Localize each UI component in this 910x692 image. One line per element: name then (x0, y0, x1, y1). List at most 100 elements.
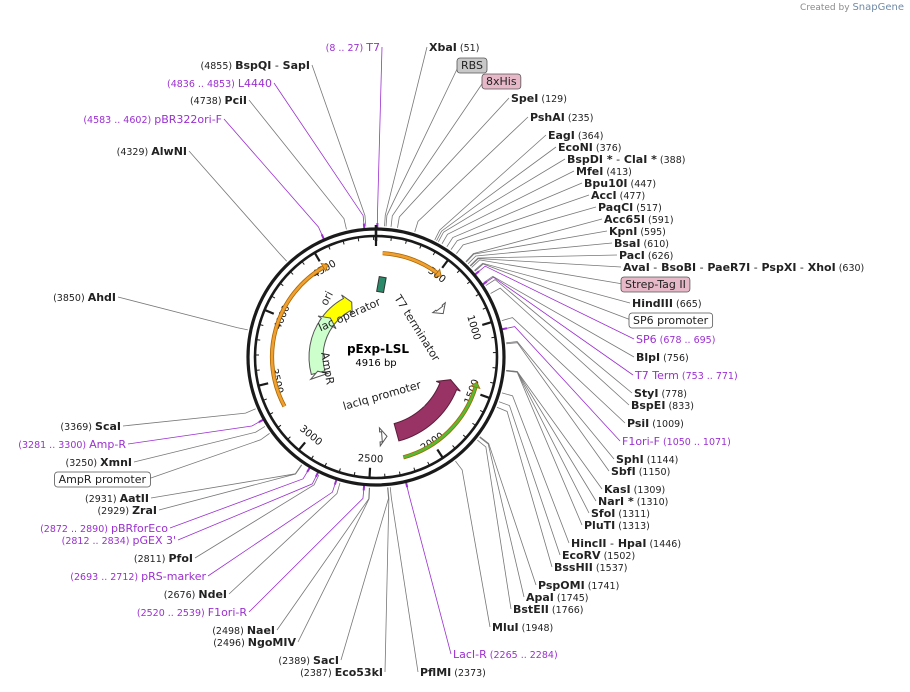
label-text-bpu10i: Bpu10I (447) (584, 177, 656, 190)
label-text-mlui: MluI (1948) (492, 621, 553, 634)
label-paqci: PaqCI (517) (598, 201, 662, 214)
label-part: LacI-R (453, 648, 487, 661)
label-text-pbrforeco: (2872 .. 2890) pBRforEco (40, 522, 168, 535)
leader-bspei (490, 287, 630, 406)
tick-mark (462, 434, 467, 439)
label-part: (2387) (300, 668, 335, 679)
leader-ecorv (498, 401, 561, 556)
label-text-laci-r: LacI-R (2265 .. 2284) (453, 648, 558, 661)
label-styi: StyI (778) (634, 387, 687, 400)
label-part: (51) (457, 43, 480, 54)
leader-t7-term (484, 276, 634, 376)
label-text-kasi: KasI (1309) (604, 483, 665, 496)
label-part: (833) (665, 401, 694, 412)
leader-ahdi (117, 296, 248, 331)
label-text-mfei: MfeI (413) (576, 165, 632, 178)
label-part: PluTI (584, 519, 615, 532)
label-bspei: BspEI (833) (631, 399, 694, 412)
label-part: (630) (836, 263, 865, 274)
label-part: (2498) (212, 626, 247, 637)
label-hindiii: HindIII (665) (632, 297, 702, 310)
leader-f1ori-f (503, 326, 621, 442)
label-part: (1150) (636, 467, 671, 478)
leader-pshai (414, 116, 529, 232)
tick-mark (490, 381, 495, 384)
label-box-rbs (456, 57, 488, 74)
label-part: ScaI (95, 420, 121, 433)
label-part: (4329) (117, 147, 152, 158)
label-part: BspQI (235, 59, 271, 72)
label-part: XhoI (804, 261, 836, 274)
tick-mark (327, 245, 331, 250)
orf-arc-top-outline (382, 251, 439, 275)
label-part: (3250) (66, 458, 101, 469)
label-text-paci: PacI (626) (619, 249, 673, 262)
tick-mark (258, 382, 269, 387)
label-part: PacI (619, 249, 645, 262)
leader-ampr-promoter (147, 433, 270, 480)
label-text-pfimi: PflMI (2373) (420, 666, 486, 679)
label-ampr-promoter: AmpR promoter (54, 471, 151, 488)
tick-mark (432, 251, 436, 256)
label-text-hindiii: HindIII (665) (632, 297, 702, 310)
label-part: pBRforEco (111, 522, 168, 535)
label-text-pfoi: (2811) PfoI (134, 552, 193, 565)
label-pfoi: (2811) PfoI (134, 552, 193, 565)
label-part: PshAI (530, 111, 565, 124)
leader-sp6-promoter (474, 263, 632, 321)
label-text-naei: (2498) NaeI (212, 624, 275, 637)
label-text-bspqi-sapi: (4855) BspQI - SapI (201, 59, 310, 72)
tick-mark (289, 271, 294, 275)
label-part: (4583 .. 4602) (83, 115, 154, 126)
label-naei: (2498) NaeI (212, 624, 275, 637)
label-paci: PacI (626) (619, 249, 673, 262)
t7-terminator-arrow (431, 301, 447, 315)
label-amp-r: (3281 .. 3300) Amp-R (18, 438, 126, 451)
tick-mark (301, 261, 305, 265)
label-econi: EcoNI (376) (558, 141, 621, 154)
label-psii: PsiI (1009) (627, 417, 684, 430)
label-pluti: PluTI (1313) (584, 519, 650, 532)
label-text-blpi: BlpI (756) (636, 351, 689, 364)
leader-scai (122, 408, 256, 427)
label-part: AlwNI (151, 145, 187, 158)
leader-rbs (385, 64, 460, 227)
leader-avai-group (470, 258, 622, 268)
tick-mark (287, 436, 291, 440)
label-text-sp6-promoter: SP6 promoter (633, 314, 709, 327)
tick-mark (338, 468, 341, 473)
leader-pspomi (479, 436, 537, 586)
leader-f1ori-r (248, 487, 365, 613)
tick-mark (277, 424, 282, 428)
label-part: L4440 (238, 77, 272, 90)
label-part: pBR322ori-F (154, 113, 222, 126)
label-part: NaeI (247, 624, 275, 637)
label-scai: (3369) ScaI (60, 420, 121, 433)
label-part: (1502) (601, 551, 636, 562)
label-mfei: MfeI (413) (576, 165, 632, 178)
label-part: RBS (461, 59, 483, 72)
label-sp6-promoter: SP6 promoter (628, 312, 714, 329)
label-part: HpaI (614, 537, 646, 550)
leader-sfoi (506, 370, 590, 514)
label-part: StyI (634, 387, 658, 400)
label-part: (2520 .. 2539) (137, 608, 208, 619)
plasmid-size: 4916 bp (355, 358, 396, 369)
label-part: (2693 .. 2712) (70, 572, 141, 583)
leader-mlui (455, 460, 491, 628)
leader-sbfi (506, 342, 610, 472)
label-text-f1ori-f: F1ori-F (1050 .. 1071) (622, 435, 731, 448)
tick-mark (441, 259, 450, 269)
tick-mark (398, 471, 401, 476)
tick-mark (427, 461, 430, 466)
label-part: (1948) (519, 623, 554, 634)
label-part: (364) (575, 131, 604, 142)
label-part: (2265 .. 2284) (487, 650, 558, 661)
label-text-sphi: SphI (1144) (616, 453, 678, 466)
label-text-sfoi: SfoI (1311) (591, 507, 650, 520)
leader-eagi (434, 134, 547, 241)
label-part: (447) (628, 179, 657, 190)
label-part: (1050 .. 1071) (660, 437, 731, 448)
label-ecorv: EcoRV (1502) (562, 549, 635, 562)
label-part: (2373) (451, 668, 486, 679)
